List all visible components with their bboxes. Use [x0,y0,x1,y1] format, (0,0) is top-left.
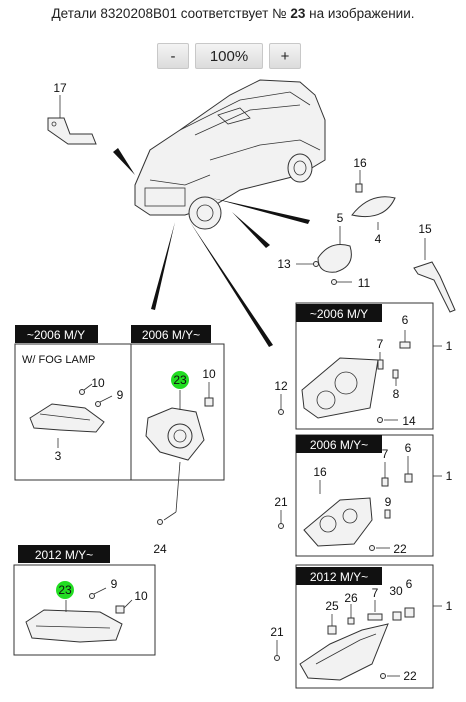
panel-tag-fog-new: 2006 M/Y~ [142,328,200,342]
callout-labels: 17 16 5 4 13 11 15 10 9 3 23 10 24 23 9 … [53,81,452,683]
callout-10: 10 [91,376,105,390]
zoom-reset-button[interactable]: 100% [195,43,263,69]
callout-17: 17 [53,81,67,95]
caption-part-number: 23 [290,6,306,21]
panel-tag-drl-2012: 2012 M/Y~ [35,548,93,562]
zoom-in-button[interactable]: + [269,43,301,69]
callout-15: 15 [418,222,432,236]
highlight-marker-23-fog[interactable] [171,371,189,389]
callout-7: 7 [372,586,379,600]
callout-21: 21 [270,625,284,639]
page-caption: Детали 8320208B01 соответствует № 23 на … [0,6,466,21]
callout-7: 7 [382,447,389,461]
callout-6: 6 [402,313,409,327]
callout-22: 22 [403,669,417,683]
callout-16: 16 [313,465,327,479]
callout-9: 9 [117,388,124,402]
callout-9: 9 [385,495,392,509]
zoom-out-button[interactable]: - [157,43,189,69]
callout-14: 14 [402,414,416,428]
callout-12: 12 [274,379,288,393]
callout-16: 16 [353,156,367,170]
side-lamp-group [296,170,396,285]
callout-5: 5 [337,211,344,225]
caption-prefix: Детали 8320208B01 соответствует № [51,6,287,21]
callout-22: 22 [393,542,407,556]
callout-23: 23 [58,583,72,597]
highlight-marker-23-drl[interactable] [56,581,74,599]
callout-30: 30 [389,584,403,598]
panel-drl-2012: 2012 M/Y~ [13,545,156,656]
callout-25: 25 [325,599,339,613]
callout-8: 8 [393,387,400,401]
callout-6: 6 [405,441,412,455]
panel-tag-head-2012: 2012 M/Y~ [310,570,368,584]
panel-tag-head-old: ~2006 M/Y [310,307,368,321]
callout-10: 10 [202,367,216,381]
callout-11: 11 [358,276,371,290]
panel-fog-old: ~2006 M/Y 2006 M/Y~ W/ FOG LAMP [14,325,225,525]
callout-24: 24 [153,542,167,556]
callout-10: 10 [134,589,148,603]
vehicle-illustration [134,79,326,230]
callout-3: 3 [55,449,62,463]
callout-7: 7 [377,337,384,351]
callout-6: 6 [406,577,413,591]
panel-tag-fog-old: ~2006 M/Y [27,328,85,342]
panel-tag-head-mid: 2006 M/Y~ [310,438,368,452]
callout-4: 4 [375,232,382,246]
callout-23: 23 [173,373,187,387]
fog-lamp-subtitle: W/ FOG LAMP [22,354,95,366]
sweep-pointers [113,148,310,347]
bracket-15 [413,238,456,313]
callout-9: 9 [111,577,118,591]
zoom-toolbar: - 100% + [157,43,301,69]
bracket-17 [47,95,97,145]
panel-head-old: ~2006 M/Y [278,302,442,430]
callout-26: 26 [344,591,358,605]
panel-head-mid: 2006 M/Y~ [278,434,442,557]
callout-21: 21 [274,495,288,509]
callout-13: 13 [277,257,291,271]
callout-1: 1 [446,469,453,483]
panel-head-2012: 2012 M/Y~ [274,564,442,689]
caption-suffix: на изображении. [309,6,415,21]
callout-1: 1 [446,339,453,353]
callout-1: 1 [446,599,453,613]
